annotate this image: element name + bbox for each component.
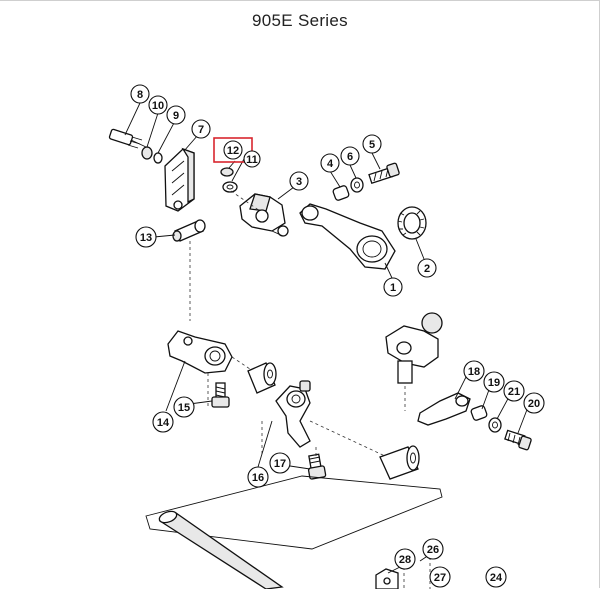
part-sleeve-middle [247, 362, 277, 394]
callout-5: 5 [362, 134, 382, 154]
part-crank-right [385, 312, 443, 384]
svg-text:4: 4 [327, 158, 334, 170]
callout-1: 1 [383, 277, 403, 297]
part-4-bushing [332, 185, 350, 201]
svg-text:20: 20 [528, 398, 540, 410]
part-12-pin [220, 167, 234, 177]
callout-11: 11 [243, 150, 261, 168]
callout-14: 14 [152, 411, 174, 433]
svg-text:6: 6 [347, 151, 353, 163]
callout-20: 20 [523, 392, 545, 414]
svg-text:26: 26 [427, 544, 439, 556]
svg-text:19: 19 [488, 377, 500, 389]
svg-text:5: 5 [369, 139, 375, 151]
svg-text:11: 11 [246, 154, 258, 166]
part-15-screw [211, 382, 230, 408]
callout-12: 12 [213, 137, 253, 163]
callout-27: 27 [429, 566, 451, 588]
callout-16: 16 [247, 466, 269, 488]
part-2-bearing [397, 206, 427, 240]
shaft-outline-plate [145, 475, 443, 550]
part-21-washer [488, 417, 502, 433]
part-1-connecting-rod [299, 203, 396, 270]
svg-text:15: 15 [178, 402, 190, 414]
svg-text:16: 16 [252, 472, 264, 484]
callout-4: 4 [320, 153, 340, 173]
callout-19: 19 [483, 371, 505, 393]
callout-10: 10 [148, 95, 168, 115]
svg-text:8: 8 [137, 89, 143, 101]
part-3-crank-block [239, 193, 289, 237]
callout-18: 18 [463, 360, 485, 382]
page-title: 905E Series [252, 11, 348, 30]
callout-2: 2 [417, 258, 437, 278]
callout-3: 3 [289, 171, 309, 191]
callout-24: 24 [485, 566, 507, 588]
part-19-bushing [470, 405, 488, 421]
callout-12-highlight-box [213, 137, 253, 163]
svg-text:3: 3 [296, 176, 302, 188]
part-7-bracket [164, 147, 195, 212]
svg-text:21: 21 [508, 386, 520, 398]
callout-17: 17 [269, 452, 291, 474]
part-11-washer [222, 181, 238, 193]
part-28-bracket [375, 568, 399, 589]
part-18-link [417, 392, 471, 426]
callout-28: 28 [394, 548, 416, 570]
svg-text:1: 1 [390, 282, 396, 294]
part-10-washer [141, 146, 153, 160]
callout-13: 13 [135, 226, 157, 248]
callout-7: 7 [191, 119, 211, 139]
part-13-bushing [172, 219, 206, 242]
part-5-screw [368, 162, 400, 185]
svg-text:17: 17 [274, 458, 286, 470]
svg-text:14: 14 [157, 417, 170, 429]
callout-26: 26 [422, 538, 444, 560]
svg-text:9: 9 [173, 110, 179, 122]
callout-6: 6 [340, 146, 360, 166]
callout-21: 21 [503, 380, 525, 402]
svg-text:7: 7 [198, 124, 204, 136]
part-sleeve-lower [379, 445, 420, 480]
part-8-screw [108, 128, 147, 149]
callout-9: 9 [166, 105, 186, 125]
callout-15: 15 [173, 396, 195, 418]
part-17-screw [307, 453, 327, 480]
svg-text:13: 13 [140, 232, 152, 244]
part-6-washer [350, 177, 364, 193]
svg-text:18: 18 [468, 366, 480, 378]
part-16-lever [275, 380, 311, 448]
callout-8: 8 [130, 84, 150, 104]
svg-text:2: 2 [424, 263, 430, 275]
part-20-screw [504, 429, 532, 451]
svg-text:10: 10 [152, 100, 164, 112]
part-14-arm [167, 330, 233, 374]
svg-text:28: 28 [399, 554, 411, 566]
part-9-washer [153, 152, 163, 164]
long-shaft [158, 510, 284, 589]
svg-text:12: 12 [227, 145, 239, 157]
svg-text:27: 27 [434, 572, 446, 584]
svg-text:24: 24 [490, 572, 503, 584]
